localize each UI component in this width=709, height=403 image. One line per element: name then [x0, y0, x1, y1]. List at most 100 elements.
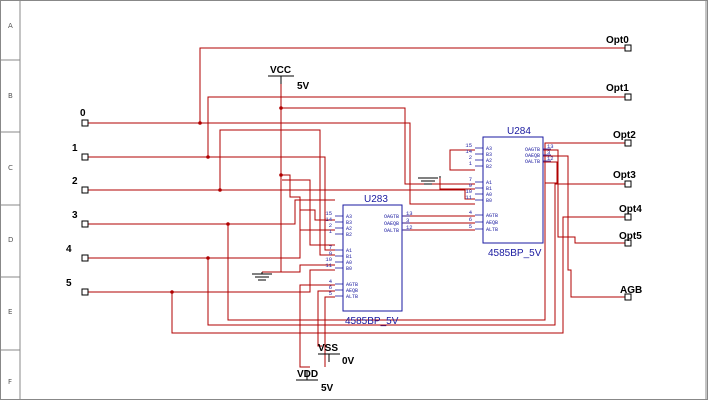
u284-pin-name: OAEQB	[525, 153, 540, 159]
vcc-value: 5V	[297, 81, 310, 92]
u283-pin-number: 11	[325, 262, 332, 269]
u283-pin-name: B3	[346, 220, 352, 226]
u283-pin-name: B1	[346, 254, 352, 260]
u283-ref: U283	[364, 194, 388, 205]
u284-pin-number: 12	[547, 155, 554, 162]
u283-pin-name: B2	[346, 232, 352, 238]
u284-pin-name: ALTB	[486, 227, 498, 233]
u284-pin-name: A3	[486, 146, 492, 152]
u284-pin-name: B3	[486, 152, 492, 158]
vss-symbol: VSS 0V	[318, 343, 355, 367]
border-row-label-f: F	[8, 378, 12, 386]
output-opt3-label: Opt3	[613, 170, 636, 181]
wires	[88, 47, 625, 368]
u283-pin-number: 13	[406, 210, 413, 217]
input-3-label: 3	[72, 210, 78, 221]
vdd-name: VDD	[297, 369, 318, 380]
output-opt2-terminal[interactable]	[624, 139, 632, 147]
u284-pin-number: 11	[465, 194, 472, 201]
output-opt3-terminal[interactable]	[624, 180, 632, 188]
u284-pin-number: 14	[465, 148, 472, 155]
u283-body	[342, 204, 403, 312]
junctions	[170, 106, 283, 294]
u283-pin-number: 15	[325, 210, 332, 217]
u284-pin-number: 2	[469, 154, 472, 161]
u283-pin-name: A0	[346, 260, 352, 266]
output-opt4-label: Opt4	[619, 204, 642, 215]
vcc-name: VCC	[270, 65, 291, 76]
output-opt4-terminal[interactable]	[624, 213, 632, 221]
u284-pin-number: 13	[547, 143, 554, 150]
output-terminals: Opt0 Opt1 Opt2 Opt3 Opt4 Opt5 AGB	[606, 35, 642, 301]
u284-pin-number: 15	[465, 142, 472, 149]
vdd-symbol: VDD 5V	[296, 369, 334, 394]
input-0-label: 0	[80, 108, 86, 119]
u283-pin-number: 12	[406, 224, 413, 231]
u284-pin-name: A1	[486, 180, 492, 186]
output-opt5-label: Opt5	[619, 231, 642, 242]
u283-pin-name: A1	[346, 248, 352, 254]
input-2-label: 2	[72, 176, 78, 187]
u284-pin-name: B1	[486, 186, 492, 192]
u283-pin-name: AGTB	[346, 282, 358, 288]
u283-pin-number: 10	[325, 256, 332, 263]
input-2-terminal[interactable]	[81, 186, 89, 194]
u283-pin-number: 6	[329, 284, 332, 291]
output-opt5-terminal[interactable]	[624, 239, 632, 247]
u284-pin-name: AGTB	[486, 213, 498, 219]
u284-pin-name: OALTB	[525, 159, 540, 165]
u284-pin-name: A0	[486, 192, 492, 198]
u283-part: 4585BP_5V	[345, 316, 399, 327]
output-agb-terminal[interactable]	[624, 293, 632, 301]
input-3-terminal[interactable]	[81, 220, 89, 228]
vss-name: VSS	[318, 343, 338, 354]
input-1-terminal[interactable]	[81, 153, 89, 161]
u283-pin-number: 7	[329, 244, 332, 251]
u283-pin-name: B0	[346, 266, 352, 272]
u284-part: 4585BP_5V	[488, 248, 542, 259]
output-opt1-terminal[interactable]	[624, 93, 632, 101]
u284-pin-name: AEQB	[486, 220, 498, 226]
u284-pin-number: 5	[469, 223, 472, 230]
u283-pin-number: 9	[329, 250, 332, 257]
u283-pin-number: 4	[329, 278, 333, 285]
ground-icon-2	[418, 176, 441, 185]
input-0-terminal[interactable]	[81, 119, 89, 127]
u284-pin-number: 6	[469, 216, 472, 223]
vss-value: 0V	[342, 356, 355, 367]
u283-pin-number: 14	[325, 216, 332, 223]
input-4-terminal[interactable]	[81, 254, 89, 262]
border-row-label-c: C	[8, 164, 13, 172]
u283-pin-name: A2	[346, 226, 352, 232]
u284-pin-name: B2	[486, 164, 492, 170]
u283-pin-name: OAEQB	[384, 221, 399, 227]
input-5-label: 5	[66, 278, 72, 289]
u284-body	[482, 136, 544, 244]
u283-pin-number: 3	[406, 217, 409, 224]
border-row-label-e: E	[8, 308, 12, 316]
u284-pin-number: 10	[465, 188, 472, 195]
input-5-terminal[interactable]	[81, 288, 89, 296]
border-row-label-b: B	[8, 92, 13, 100]
vdd-value: 5V	[321, 383, 334, 394]
output-agb-label: AGB	[620, 285, 642, 296]
u283-pin-number: 2	[329, 222, 332, 229]
u284-pin-name: OAGTB	[525, 147, 540, 153]
u284-ref: U284	[507, 126, 531, 137]
u284-pin-name: A2	[486, 158, 492, 164]
vcc-symbol: VCC 5V	[268, 65, 310, 92]
u283-pin-name: AEQB	[346, 288, 358, 294]
u284-pin-number: 7	[469, 176, 472, 183]
output-opt0-terminal[interactable]	[624, 44, 632, 52]
input-terminals: 0 1 2 3 4 5	[66, 108, 89, 296]
u283-pin-number: 5	[329, 290, 332, 297]
u284-pin-name: B0	[486, 198, 492, 204]
border-row-dividers	[0, 59, 20, 351]
